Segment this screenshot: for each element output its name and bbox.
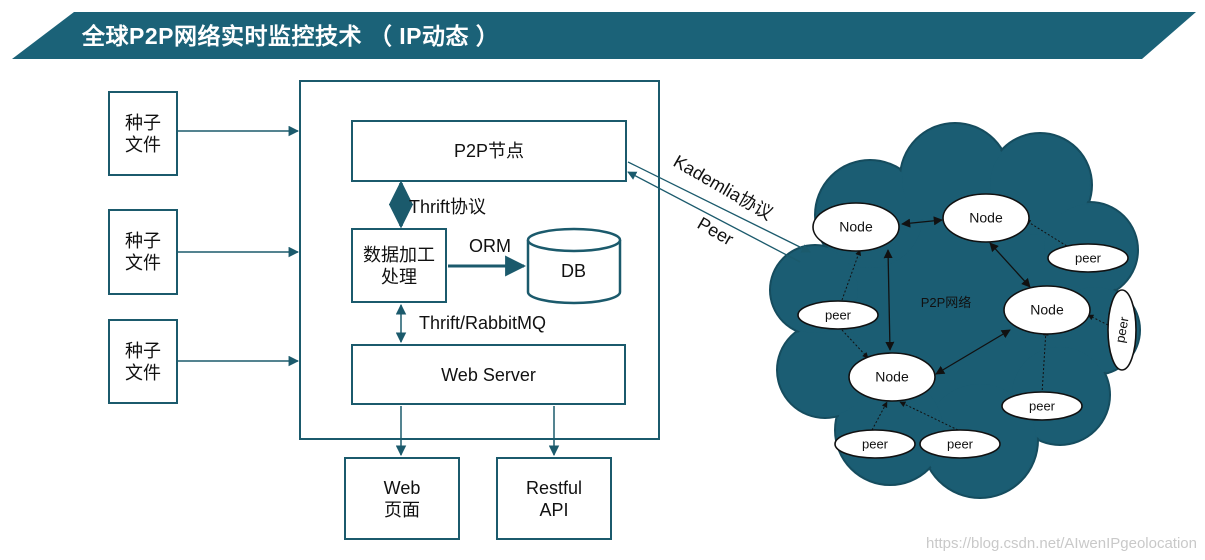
node-label-4: Node — [875, 369, 909, 385]
db-label: DB — [561, 261, 587, 281]
restful-api-box: Restful API — [496, 457, 612, 540]
edge-peer-b-node2 — [1024, 219, 1071, 249]
web-server-box: Web Server — [351, 344, 626, 405]
peer-ellipse-d — [1001, 391, 1083, 421]
peer-ellipse-b — [1047, 243, 1129, 273]
system-container — [299, 80, 660, 440]
node-label-2: Node — [969, 210, 1003, 226]
data-processing-label: 数据加工 处理 — [363, 244, 435, 287]
edge-node2-node3 — [989, 242, 1031, 288]
seed-file-box-3: 种子 文件 — [108, 319, 178, 404]
edge-node1-node4 — [883, 249, 895, 351]
node-label-3: Node — [1030, 302, 1064, 318]
node-ellipse-1 — [812, 202, 900, 252]
peer-label-a: peer — [825, 307, 852, 322]
edge-node3-node4 — [935, 329, 1011, 375]
peer-protocol-label: Peer — [694, 213, 737, 249]
seed-file-box-2: 种子 文件 — [108, 209, 178, 295]
edge-peer-e-node4 — [871, 401, 888, 431]
peer-ellipse-a — [797, 300, 879, 330]
edge-node1-node2 — [901, 216, 943, 228]
web-page-label: Web 页面 — [383, 477, 421, 520]
kademlia-label: Kademlia协议 — [670, 151, 776, 224]
peer-label-e: peer — [862, 436, 889, 451]
orm-label: ORM — [469, 236, 511, 256]
edge-peer-a-node1 — [841, 249, 861, 301]
web-server-label: Web Server — [441, 364, 536, 385]
peer-ellipse-c — [1107, 289, 1137, 371]
thrift-rabbitmq-label: Thrift/RabbitMQ — [419, 313, 547, 333]
p2p-cloud — [769, 122, 1141, 499]
p2p-node-label: P2P节点 — [453, 141, 525, 161]
node-ellipse-2 — [942, 193, 1030, 243]
restful-api-label: Restful API — [525, 477, 583, 520]
p2p-network-label: P2P网络 — [921, 295, 972, 310]
web-page-box: Web 页面 — [344, 457, 460, 540]
thrift-protocol-label: Thrift协议 — [409, 197, 487, 217]
watermark: https://blog.csdn.net/AIwenIPgeolocation — [925, 535, 1197, 552]
peer-ellipse-f — [919, 429, 1001, 459]
data-processing-box: 数据加工 处理 — [351, 228, 447, 303]
seed-file-box-1: 种子 文件 — [108, 91, 178, 176]
seed-file-label-1: 种子 文件 — [125, 112, 161, 155]
kademlia-line-in — [627, 171, 801, 263]
node-ellipse-3 — [1003, 285, 1091, 335]
peer-label-c: peer — [1112, 315, 1131, 344]
peer-ellipse-e — [834, 429, 916, 459]
node-ellipse-4 — [848, 352, 936, 402]
db-cylinder — [526, 227, 622, 305]
page-title: 全球P2P网络实时监控技术 （ IP动态 ） — [82, 23, 500, 49]
seed-file-label-2: 种子 文件 — [125, 231, 161, 273]
edge-peer-f-node4 — [899, 401, 959, 431]
p2p-node-box: P2P节点 — [351, 120, 627, 182]
seed-file-label-3: 种子 文件 — [125, 340, 161, 383]
peer-label-d: peer — [1029, 398, 1056, 413]
edge-peer-d-node3 — [1041, 329, 1049, 395]
peer-label-b: peer — [1075, 250, 1102, 265]
peer-label-f: peer — [947, 436, 974, 451]
node-label-1: Node — [839, 219, 873, 235]
title-banner — [12, 12, 1196, 59]
